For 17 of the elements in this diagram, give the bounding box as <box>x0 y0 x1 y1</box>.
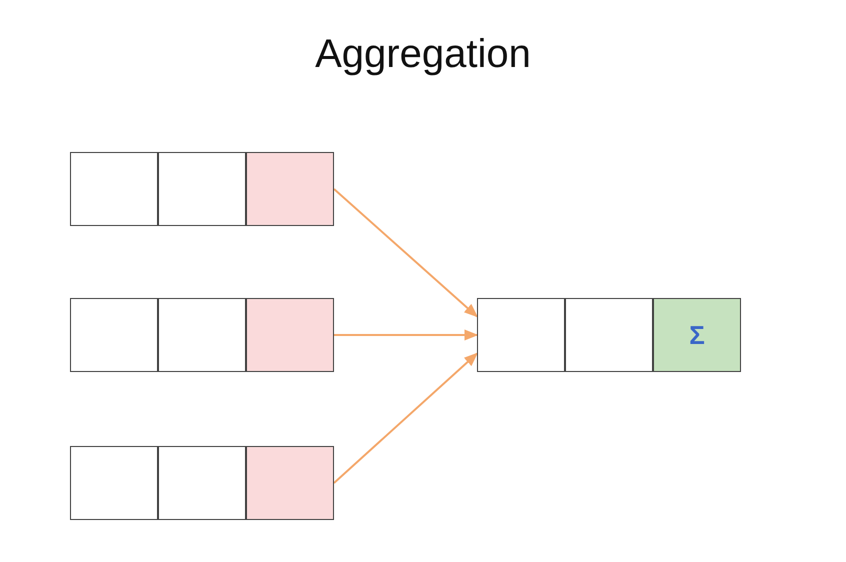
arrow <box>333 352 478 484</box>
sum-cell <box>653 298 741 372</box>
table-cell <box>158 152 246 226</box>
table-cell <box>477 298 565 372</box>
diagram-title: Aggregation <box>314 32 532 77</box>
table-cell <box>158 446 246 520</box>
table-cell <box>246 446 334 520</box>
table-cell <box>246 298 334 372</box>
sigma-symbol: Σ <box>689 320 705 350</box>
table-cell <box>565 298 653 372</box>
table-cell <box>70 446 158 520</box>
table-cell <box>70 152 158 226</box>
table-cell <box>70 298 158 372</box>
arrow <box>333 188 478 318</box>
table-cell <box>246 152 334 226</box>
arrow <box>334 329 478 341</box>
table-cell <box>158 298 246 372</box>
